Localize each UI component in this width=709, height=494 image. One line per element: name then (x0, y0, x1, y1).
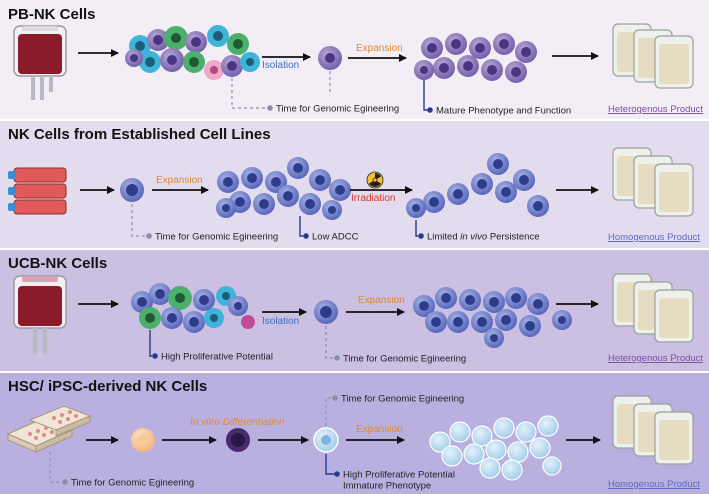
panel-title: UCB-NK Cells (8, 255, 107, 272)
note-genomic-engineering-text: Time for Genomic Egineering (155, 232, 278, 243)
step-irradiation-label: Irradiation (351, 193, 395, 204)
note-low-adcc-text: Low ADCC (312, 232, 359, 243)
cell-line-nk-cell (120, 178, 144, 202)
note-persistence-italic: in vivo (460, 232, 487, 243)
panel-cell-lines-background (0, 121, 709, 248)
irradiated-cell-cluster (406, 153, 549, 218)
note-genomic-engineering: Time for Genomic Egineering (231, 71, 399, 115)
note-genomic-engineering-text: Time for Genomic Egineering (71, 478, 194, 489)
note-genomic-engineering: Time for Genomic Egineering (131, 204, 278, 243)
note-mature-phenotype-text: Mature Phenotype and Function (436, 106, 571, 117)
infusion-bag-icon (612, 147, 694, 217)
panel-title: HSC/ iPSC-derived NK Cells (8, 378, 207, 395)
blood-bag-icon (13, 25, 67, 100)
step-expansion-label: Expansion (358, 295, 405, 306)
note-immature-phenotype-text: Immature Phenotype (343, 481, 431, 492)
step-isolation-label: Isolation (262, 316, 299, 327)
stem-cell (131, 428, 155, 452)
product-label: Homogenous Product (608, 479, 700, 490)
note-high-proliferative: High Proliferative Potential (149, 330, 273, 363)
expanded-cell-line-cluster (216, 157, 351, 220)
isolated-nk-cell (318, 46, 342, 70)
panel-title: NK Cells from Established Cell Lines (8, 126, 271, 143)
note-high-proliferative-text: High Proliferative Potential (343, 470, 455, 481)
note-limited-persistence-text: Limited in vivo Persistence (427, 232, 539, 243)
note-high-proliferative-immature: High Proliferative Potential Immature Ph… (325, 454, 455, 492)
ipsc-nk-cell (313, 427, 339, 453)
expanded-ipsc-nk-cluster (429, 415, 562, 481)
note-genomic-engineering-top: Time for Genomic Egineering (325, 394, 464, 426)
culture-flask-icon (8, 167, 67, 215)
panel-ucbnk-background (0, 250, 709, 371)
product-label: Homogenous Product (608, 232, 700, 243)
step-expansion-label: Expansion (156, 175, 203, 186)
note-persistence-post: Persistence (487, 232, 539, 243)
blood-bag-icon (13, 275, 67, 354)
product-label: Heterogenous Product (608, 353, 703, 364)
expanded-ucb-nk-cluster (413, 287, 572, 348)
panel-title: PB-NK Cells (8, 6, 96, 23)
note-mature-phenotype: Mature Phenotype and Function (423, 80, 571, 117)
isolated-ucb-nk-cell (314, 300, 338, 324)
well-plate-icon (6, 405, 92, 453)
infusion-bag-icon (612, 23, 694, 89)
panel-pbnk-background (0, 0, 709, 119)
pbmc-mixed-cell-cluster (125, 25, 260, 80)
note-low-adcc: Low ADCC (299, 216, 359, 243)
expanded-nk-cell-cluster (414, 33, 537, 83)
note-genomic-engineering-text: Time for Genomic Egineering (343, 354, 466, 365)
note-high-proliferative-text: High Proliferative Potential (161, 352, 273, 363)
differentiated-progenitor-cell (226, 428, 250, 452)
infusion-bag-icon (612, 273, 694, 343)
step-expansion-label: Expansion (356, 43, 403, 54)
infusion-bag-icon (612, 395, 694, 465)
step-isolation-label: Isolation (262, 60, 299, 71)
ucb-mixed-cell-cluster (131, 283, 255, 333)
note-genomic-engineering-text: Time for Genomic Egineering (341, 394, 464, 405)
step-expansion-label: Expansion (356, 424, 403, 435)
note-genomic-engineering-left: Time for Genomic Egineering (49, 452, 194, 489)
note-persistence-pre: Limited (427, 232, 460, 243)
panel-ipsc-background (0, 373, 709, 494)
step-differentiation-label: In vitro Differentiation (190, 417, 285, 428)
note-limited-persistence: Limited in vivo Persistence (415, 220, 539, 243)
note-genomic-engineering: Time for Genomic Egineering (325, 326, 466, 365)
product-label: Heterogenous Product (608, 104, 703, 115)
note-genomic-engineering-text: Time for Genomic Egineering (276, 104, 399, 115)
radiation-icon (366, 171, 384, 189)
